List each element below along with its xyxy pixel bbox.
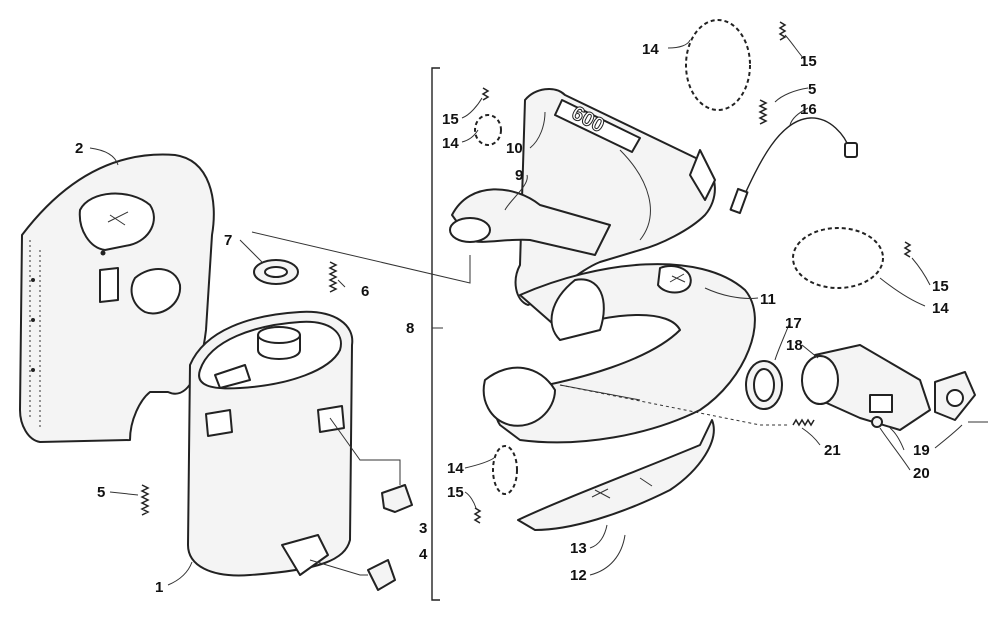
temperature-sensor <box>729 117 858 215</box>
heat-shield-cover <box>19 153 215 443</box>
spring-15-d <box>473 507 482 524</box>
callout-18: 18 <box>786 337 803 354</box>
grommet <box>253 259 299 285</box>
spring-5-right <box>758 99 768 125</box>
exhaust-manifold <box>801 344 931 431</box>
callout-7: 7 <box>224 232 232 249</box>
callout-14-top: 14 <box>642 41 659 58</box>
mount-bracket-4 <box>367 559 396 591</box>
lower-heat-shield <box>517 419 715 531</box>
inlet-pipe <box>449 188 611 256</box>
callout-17: 17 <box>785 315 802 332</box>
muffler-canister <box>187 310 354 577</box>
callout-14-lower: 14 <box>447 460 464 477</box>
retaining-chain-top <box>685 19 751 111</box>
callout-16: 16 <box>800 101 817 118</box>
callout-20: 20 <box>913 465 930 482</box>
callout-14-right: 14 <box>932 300 949 317</box>
callout-15-top: 15 <box>800 53 817 70</box>
gasket-ring <box>745 360 783 410</box>
callout-21: 21 <box>824 442 841 459</box>
callout-11: 11 <box>760 291 776 308</box>
group-bracket-8 <box>431 67 440 601</box>
flange-gasket <box>934 371 988 423</box>
lower-chamber <box>482 263 756 444</box>
spring-15-a <box>778 21 787 41</box>
retaining-chain-right <box>792 227 884 289</box>
callout-labels: 2 7 6 5 1 3 4 8 9 10 15 14 14 15 5 16 11… <box>75 41 949 596</box>
mount-bracket-3 <box>381 484 413 513</box>
callout-8: 8 <box>406 320 414 337</box>
expansion-chamber <box>514 88 716 306</box>
spring-15-c <box>903 241 912 258</box>
callout-2: 2 <box>75 140 83 157</box>
callout-15-lower: 15 <box>447 484 464 501</box>
callout-4: 4 <box>419 546 428 563</box>
callout-5-left: 5 <box>97 484 105 501</box>
callout-15-upper-left: 15 <box>442 111 459 128</box>
callout-15-right: 15 <box>932 278 949 295</box>
callout-5-right: 5 <box>808 81 816 98</box>
callout-6: 6 <box>361 283 369 300</box>
spring-21 <box>792 418 815 427</box>
callout-14-upper-left: 14 <box>442 135 459 152</box>
spring-6 <box>328 261 338 293</box>
leader-lines <box>89 34 963 586</box>
callout-10: 10 <box>506 140 523 157</box>
retaining-chain-lower <box>492 445 518 495</box>
spring-15-b <box>481 87 490 101</box>
callout-9: 9 <box>515 167 523 184</box>
callout-13: 13 <box>570 540 587 557</box>
spring-5-left <box>140 484 150 516</box>
callout-1: 1 <box>155 579 163 596</box>
retaining-chain-upper-left <box>474 114 502 146</box>
nut <box>871 416 883 428</box>
callout-12: 12 <box>570 567 587 584</box>
callout-3: 3 <box>419 520 427 537</box>
callout-19: 19 <box>913 442 930 459</box>
